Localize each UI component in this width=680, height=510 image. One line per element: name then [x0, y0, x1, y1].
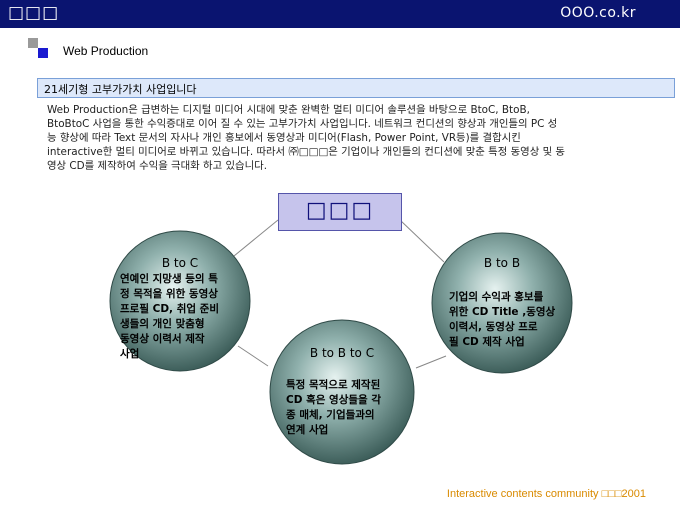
headline-box: 21세기형 고부가가치 사업입니다	[37, 78, 675, 98]
section-marker-grey	[28, 38, 38, 48]
btob-line: 이력서, 동영상 프로	[449, 321, 538, 333]
btobtoc-line: CD 혹은 영상들을 각	[286, 394, 382, 406]
btobtoc-circle	[269, 319, 415, 465]
top-bar: □□□ OOO.co.kr	[0, 0, 680, 28]
brand-logo-text: □□□	[8, 3, 60, 23]
btob-description: 기업의 수익과 홍보를 위한 CD Title ,동영상 이력서, 동영상 프로…	[449, 290, 555, 350]
body-paragraph: Web Production은 급변하는 디지털 미디어 시대에 맞춘 완벽한 …	[47, 103, 673, 173]
btobtoc-description: 특정 목적으로 제작된 CD 혹은 영상들을 각 종 매체, 기업들과의 연계 …	[286, 378, 381, 438]
connector-line	[415, 355, 447, 369]
body-line: BtoBtoC 사업을 통한 수익증대로 이어 질 수 있는 고부가가치 사업입…	[47, 118, 558, 130]
center-company-label: □□□	[305, 198, 375, 223]
btoc-circle	[109, 230, 251, 372]
btob-line: 기업의 수익과 홍보를	[449, 291, 544, 303]
btob-line: 위한 CD Title ,동영상	[449, 306, 556, 318]
btoc-line: 동영상 이력서 제작	[120, 333, 205, 345]
connector-line	[237, 345, 269, 367]
btoc-description: 연예인 지망생 등의 특 정 목적을 위한 동영상 프로필 CD, 취업 준비 …	[120, 272, 219, 362]
domain-link[interactable]: OOO.co.kr	[560, 5, 636, 21]
btob-line: 필 CD 제작 사업	[449, 336, 525, 348]
btobtoc-line: 종 매체, 기업들과의	[286, 409, 375, 421]
btob-circle	[431, 232, 573, 374]
btob-title: B to B	[483, 256, 521, 270]
section-marker-blue	[38, 48, 48, 58]
body-line: 능 향상에 따라 Text 문서의 자사나 개인 홍보에서 동영상과 미디어(F…	[47, 132, 521, 144]
btoc-line: 정 목적을 위한 동영상	[120, 288, 218, 300]
btoc-title: B to C	[161, 256, 199, 270]
connector-line	[233, 219, 279, 257]
btoc-line: 사업	[120, 348, 140, 360]
btoc-line: 연예인 지망생 등의 특	[120, 273, 218, 285]
btobtoc-line: 특정 목적으로 제작된	[286, 379, 381, 391]
body-line: 영상 CD를 제작하여 수익을 극대화 하고 있습니다.	[47, 160, 268, 172]
body-line: interactive한 멀티 미디어로 바뀌고 있습니다. 따라서 ㈜□□□은…	[47, 146, 565, 158]
btobtoc-line: 연계 사업	[286, 424, 329, 436]
headline-text: 21세기형 고부가가치 사업입니다	[44, 83, 197, 96]
center-company-box: □□□	[278, 193, 402, 231]
btoc-line: 프로필 CD, 취업 준비	[120, 303, 219, 315]
body-line: Web Production은 급변하는 디지털 미디어 시대에 맞춘 완벽한 …	[47, 104, 530, 116]
btoc-line: 생들의 개인 맞춤형	[120, 318, 205, 330]
section-title: Web Production	[63, 44, 149, 58]
footer-credit: Interactive contents community □□□2001	[446, 488, 646, 500]
btobtoc-title: B to B to C	[309, 346, 375, 360]
connector-line	[399, 219, 445, 263]
